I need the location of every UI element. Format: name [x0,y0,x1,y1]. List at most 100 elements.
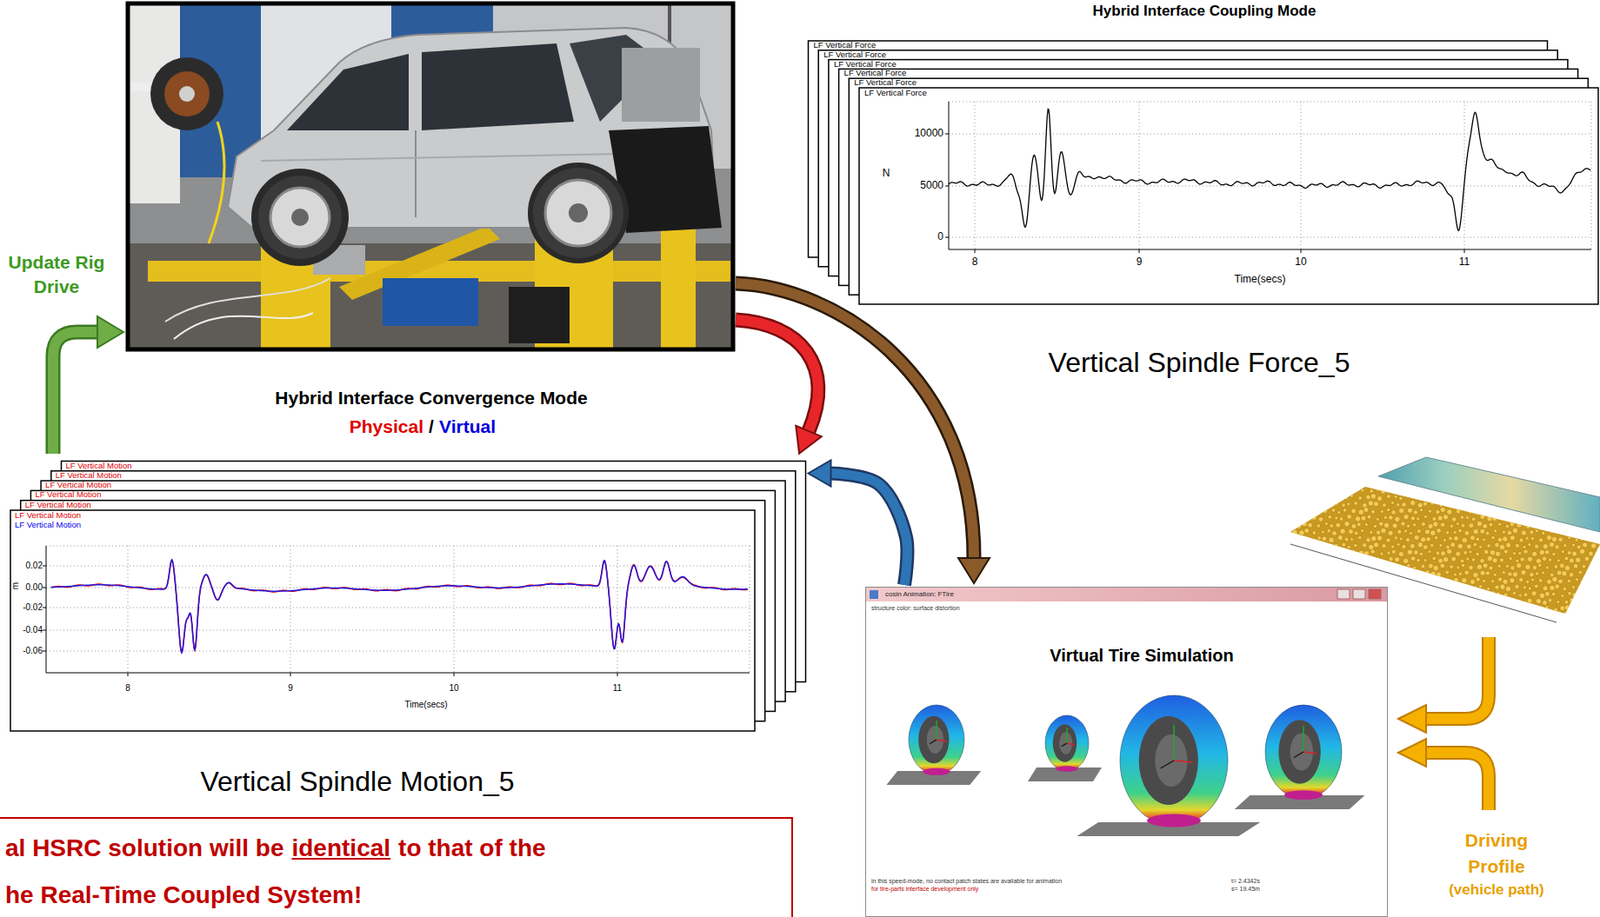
road-surface [1433,565,1439,571]
road-surface [1466,500,1473,507]
road-surface [1346,514,1353,520]
road-surface [1499,500,1505,507]
road-surface [1597,515,1600,520]
road-surface [1458,502,1464,508]
road-surface [1547,558,1552,562]
axis-tick: 11 [1459,255,1470,268]
road-surface [1413,510,1418,515]
text-slot: structure color: surface distortion [871,604,960,613]
road-surface [1465,516,1469,520]
road-surface [1507,612,1513,617]
road-surface [1480,613,1486,620]
road-surface [1501,489,1507,494]
road-surface [1544,550,1549,555]
chart-frame: LF Vertical Force [848,78,1588,295]
road-surface [1406,493,1411,499]
test-rig-photo [286,53,409,131]
road-surface [1582,542,1588,548]
road-surface [1335,566,1340,571]
road-surface [1446,592,1452,598]
road-surface [1547,598,1553,603]
road-surface [1317,580,1321,584]
road-surface [1574,495,1579,500]
road-surface [1455,522,1460,527]
road-surface [1332,531,1338,537]
road-surface [1365,482,1369,487]
road-surface [1409,571,1414,575]
road-surface [1473,503,1477,507]
road-surface [1288,576,1294,582]
road-surface [1585,612,1589,616]
road-surface [1453,577,1460,583]
label-slot: 10 [448,683,459,694]
test-rig-photo [533,167,624,259]
test-rig-photo [130,82,153,92]
road-surface [1479,502,1483,507]
road-surface [1464,530,1470,536]
road-surface [1460,523,1466,528]
road-surface [1307,522,1314,528]
tire-model [1146,814,1201,828]
road-surface [1593,523,1598,528]
road-surface [1559,523,1565,529]
road-surface [1535,598,1541,604]
road-surface [1475,496,1480,500]
road-surface [1531,578,1535,582]
simulation-window: cosin Animation: FTirestructure color: s… [865,586,1388,917]
road-surface [1592,599,1597,604]
road-surface [1329,524,1334,529]
label-slot: 11 [1459,255,1470,268]
road-surface [1493,529,1498,534]
road-surface [1445,500,1450,506]
road-surface [1468,605,1474,610]
road-surface [1463,551,1468,556]
road-surface [1515,599,1520,603]
road-surface [1299,571,1305,577]
road-surface [1548,541,1554,547]
road-surface [1526,556,1533,562]
road-surface [1366,577,1371,582]
road-surface [1373,480,1378,486]
road-surface [1518,551,1522,555]
flow-arrow [829,473,908,587]
road-surface [1358,550,1364,556]
road-surface [1552,576,1558,582]
chart-grid [948,101,950,250]
axis-tick: 10000 [914,126,944,140]
road-surface [1534,489,1539,494]
chart-grid [749,546,751,674]
road-surface [1480,558,1486,564]
road-surface [1476,606,1482,613]
road-surface [1342,552,1347,556]
road-surface [1464,487,1470,494]
tire-model [1066,727,1068,744]
label-slot: 10 [1294,255,1307,268]
road-surface [1404,571,1408,575]
road-surface [1564,565,1570,571]
road-surface [1453,612,1457,616]
road-surface [1437,515,1443,521]
road-surface [1520,514,1526,520]
road-surface [1416,598,1421,603]
series-name: LF Vertical Motion [45,480,112,490]
road-surface [1399,578,1403,582]
road-surface [1571,543,1575,547]
chart-grid [46,607,750,609]
road-surface [1512,572,1518,578]
tire-model [935,720,938,740]
road-surface [1531,591,1537,597]
road-surface [1416,613,1420,617]
road-surface [1565,480,1571,486]
road-surface [1466,586,1472,592]
road-surface [1571,585,1575,589]
road-surface [1354,555,1360,561]
road-surface [1510,495,1516,501]
road-surface [1427,480,1434,486]
road-surface [1316,524,1321,529]
road-surface [1322,508,1328,514]
tire-model [1027,715,1102,782]
axis-tick: 8 [972,255,979,268]
road-surface [1440,563,1446,569]
road-surface [1594,493,1600,500]
road-surface [1399,537,1403,541]
